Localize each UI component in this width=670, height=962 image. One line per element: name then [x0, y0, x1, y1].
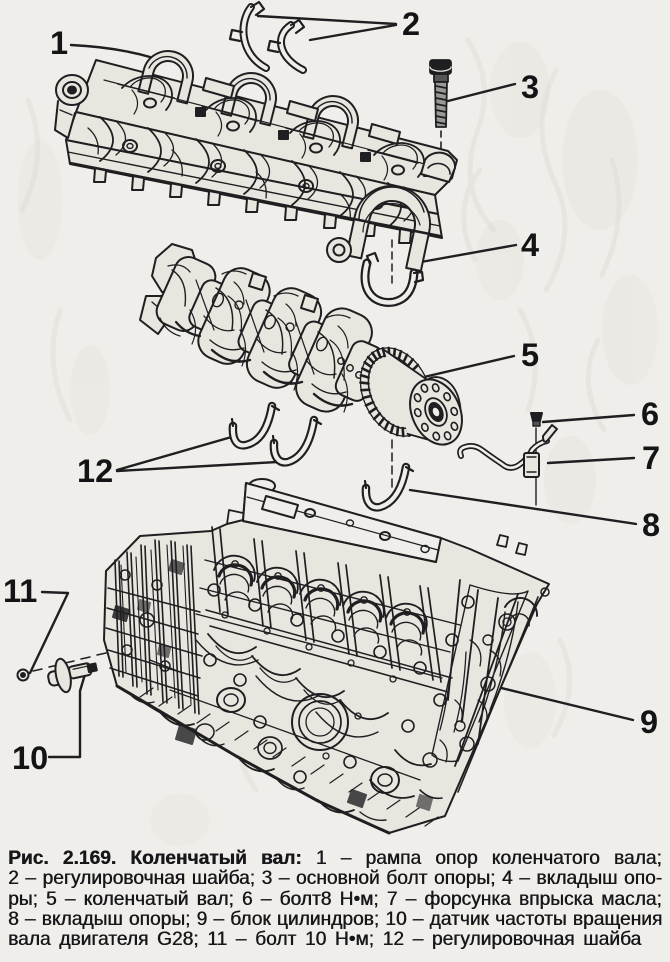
svg-text:4: 4	[521, 227, 539, 263]
svg-text:6: 6	[641, 396, 659, 432]
svg-text:11: 11	[3, 573, 37, 609]
svg-text:10: 10	[12, 740, 48, 776]
svg-text:1: 1	[50, 25, 68, 61]
svg-text:5: 5	[521, 337, 539, 373]
svg-text:3: 3	[521, 69, 539, 105]
svg-text:12: 12	[77, 453, 113, 489]
svg-text:2: 2	[402, 6, 420, 42]
svg-text:8: 8	[642, 507, 660, 543]
svg-text:9: 9	[640, 704, 658, 740]
svg-text:7: 7	[642, 440, 660, 476]
